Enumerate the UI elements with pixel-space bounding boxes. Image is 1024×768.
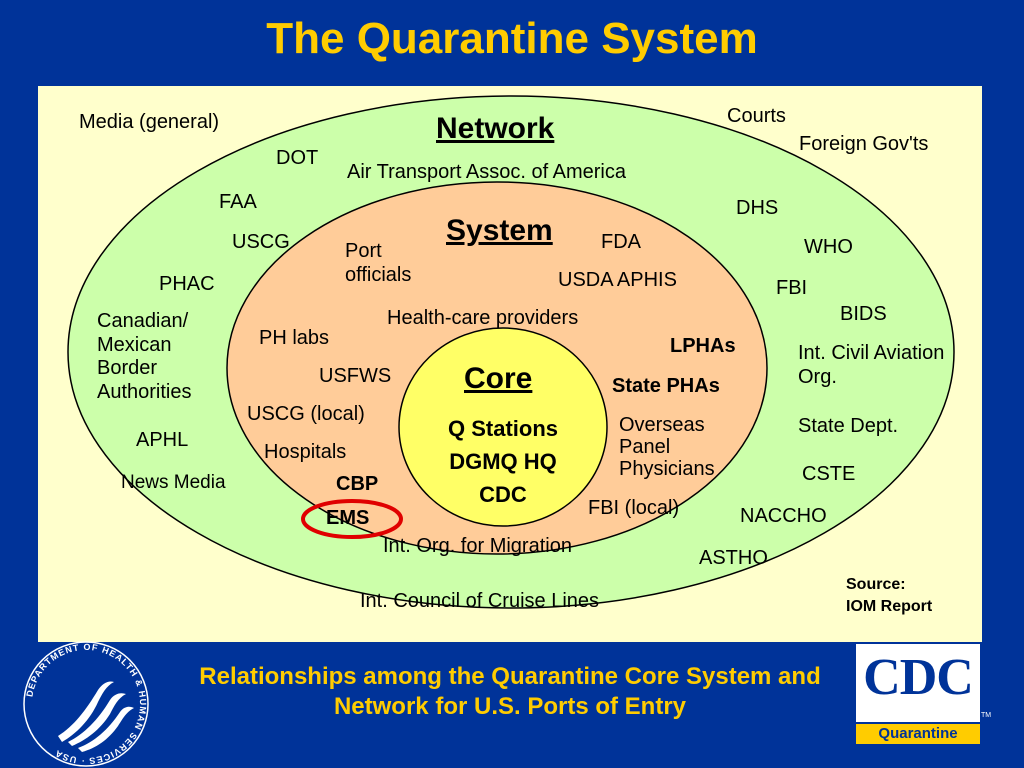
core-heading: Core — [464, 362, 533, 395]
core-items: Q Stations DGMQ HQ CDC — [419, 412, 587, 511]
label-naccho: NACCHO — [740, 505, 827, 527]
label-int-org-migration: Int. Org. for Migration — [383, 535, 572, 557]
source-value: IOM Report — [846, 597, 933, 615]
system-heading: System — [446, 214, 553, 247]
label-uscg: USCG — [232, 231, 290, 253]
core-item-cdc: CDC — [479, 482, 527, 507]
caption: Relationships among the Quarantine Core … — [199, 663, 821, 720]
label-astho: ASTHO — [699, 547, 768, 569]
label-usfws: USFWS — [319, 365, 392, 387]
ems-highlight-ring — [301, 499, 403, 539]
source-label: Source: — [846, 576, 906, 593]
diagram-svg — [67, 95, 955, 609]
source-note: Source: IOM Report — [846, 574, 932, 617]
label-port-officials: Port officials — [345, 240, 412, 286]
label-news-media: News Media — [121, 472, 226, 493]
label-dot: DOT — [276, 147, 319, 169]
label-cbp: CBP — [336, 473, 379, 495]
core-item-dgmq-hq: DGMQ HQ — [449, 449, 557, 474]
hhs-seal-logo: DEPARTMENT OF HEALTH & HUMAN SERVICES · … — [23, 641, 149, 767]
label-ph-labs: PH labs — [259, 327, 330, 349]
label-canadian-mexican: Canadian/ Mexican Border Authorities — [97, 310, 192, 403]
label-media-general: Media (general) — [79, 111, 220, 133]
label-cruise-lines: Int. Council of Cruise Lines — [360, 590, 600, 612]
trademark-mark: TM — [981, 712, 992, 719]
label-bids: BIDS — [840, 303, 887, 325]
slide-title: The Quarantine System — [266, 14, 758, 63]
label-uscg-local: USCG (local) — [247, 403, 365, 425]
label-usda-aphis: USDA APHIS — [558, 269, 677, 291]
label-state-dept: State Dept. — [798, 415, 899, 437]
label-ems: EMS — [326, 507, 370, 529]
label-aphl: APHL — [136, 429, 189, 451]
label-courts: Courts — [727, 105, 786, 127]
label-fbi: FBI — [776, 277, 808, 299]
network-heading: Network — [436, 112, 555, 145]
label-air-transport: Air Transport Assoc. of America — [347, 161, 626, 183]
label-cste: CSTE — [802, 463, 856, 485]
diagram-panel: Network System Core Q Stations DGMQ HQ C… — [38, 86, 982, 642]
label-dhs: DHS — [736, 197, 779, 219]
core-circle — [398, 327, 608, 527]
label-int-civil-aviation: Int. Civil Aviation Org. — [798, 342, 945, 388]
label-healthcare-providers: Health-care providers — [387, 307, 579, 329]
quarantine-tag: Quarantine — [856, 722, 980, 744]
core-item-q-stations: Q Stations — [447, 416, 558, 441]
cdc-logo: CDC Quarantine — [856, 644, 980, 744]
label-faa: FAA — [219, 191, 257, 213]
label-hospitals: Hospitals — [264, 441, 347, 463]
label-fda: FDA — [601, 231, 641, 253]
label-lphas: LPHAs — [670, 335, 736, 357]
label-state-phas: State PHAs — [612, 375, 720, 397]
hhs-eagle-icon — [58, 681, 134, 752]
label-fbi-local: FBI (local) — [588, 497, 680, 519]
label-who: WHO — [804, 236, 853, 258]
label-overseas-panel: Overseas Panel Physicians — [619, 414, 715, 480]
cdc-logo-text: CDC — [863, 649, 974, 706]
label-phac: PHAC — [159, 273, 215, 295]
label-foreign-govts: Foreign Gov'ts — [799, 133, 929, 155]
